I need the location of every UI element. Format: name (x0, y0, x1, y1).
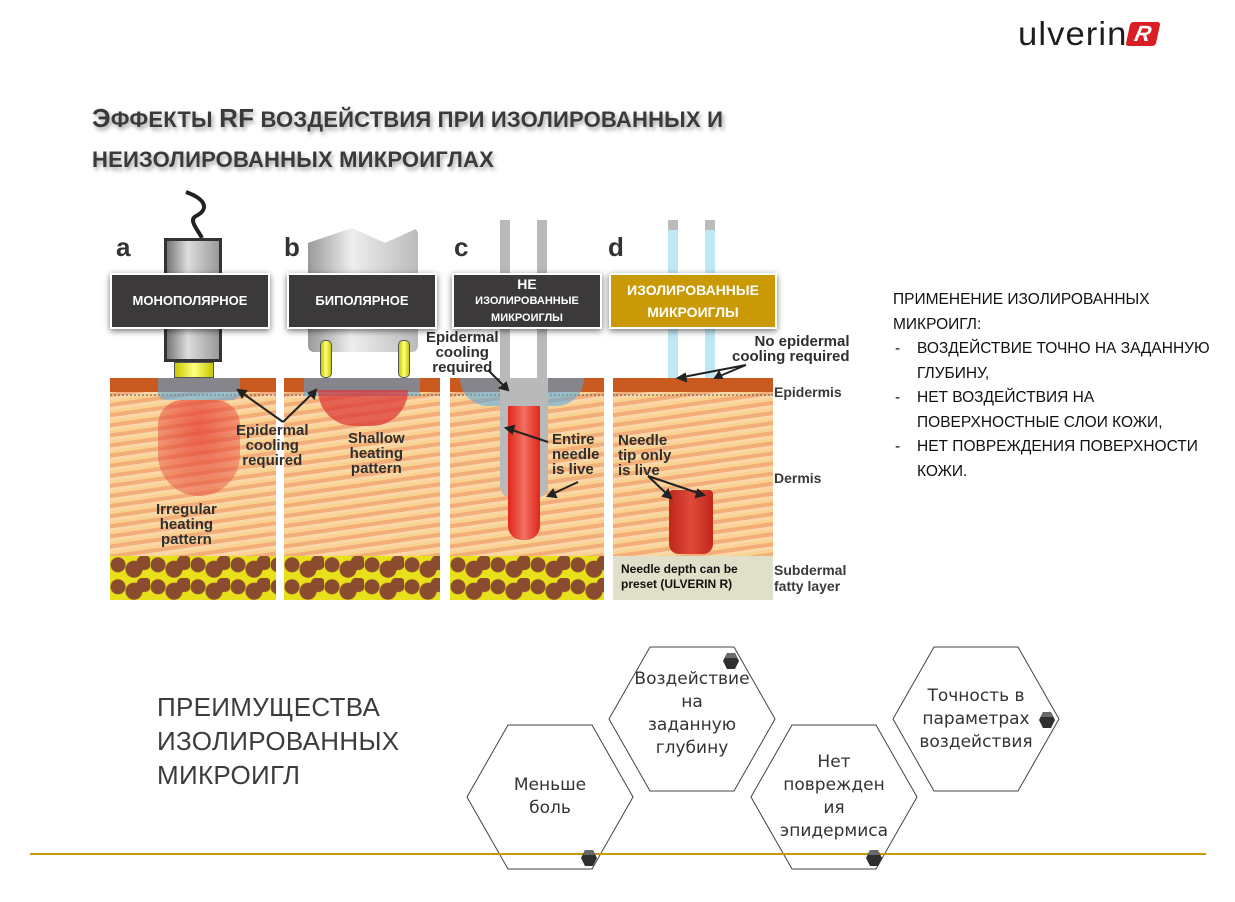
cable-icon (185, 190, 206, 239)
label-needle-tip-live: Needle tip only is live (618, 432, 672, 479)
tag-bipolar-text: БИПОЛЯРНОЕ (315, 293, 409, 308)
footer-divider (30, 853, 1206, 855)
panel-letter-c: c (454, 232, 469, 262)
hex-text: Меньше боль (513, 775, 587, 818)
logo-r-mark-icon: R (1125, 21, 1161, 46)
skin-panel-a (110, 378, 276, 600)
hexagon-outline (466, 724, 634, 870)
bullet-dash: - (895, 340, 901, 357)
hex-text: Воздействие на заданную глубину (634, 669, 750, 758)
label-no-cooling: No epidermal cooling required (732, 333, 850, 365)
list-item: -НЕТ ПОВРЕЖДЕНИЯ ПОВЕРХНОСТИ КОЖИ. (893, 435, 1213, 484)
list-item-text: НЕТ ПОВРЕЖДЕНИЯ ПОВЕРХНОСТИ КОЖИ. (917, 438, 1198, 480)
layer-subdermal: Subdermal fatty layer (774, 562, 847, 594)
needle-d-right (705, 220, 715, 488)
label-irregular-heating: Irregular heating pattern (156, 501, 217, 548)
panel-letter-d: d (608, 232, 624, 262)
hex-text: Нет поврежден ия эпидермиса (779, 752, 889, 841)
tag-non-insulated-line2: ИЗОЛИРОВАННЫЕ (475, 294, 579, 307)
panel-letter-b: b (284, 232, 300, 262)
gem-marker-icon (581, 850, 597, 866)
layer-dermis: Dermis (774, 470, 822, 486)
list-item: -НЕТ ВОЗДЕЙСТВИЯ НА ПОВЕРХНОСТНЫЕ СЛОИ К… (893, 386, 1213, 435)
title-text-tail: ВОЗДЕЙСТВИЯ ПРИ ИЗОЛИРОВАННЫХ И (254, 107, 724, 132)
title-line-2: НЕИЗОЛИРОВАННЫХ МИКРОИГЛАХ (92, 147, 494, 172)
list-item: -ВОЗДЕЙСТВИЕ ТОЧНО НА ЗАДАННУЮ ГЛУБИНУ, (893, 337, 1213, 386)
hexagon-outline (608, 646, 776, 792)
tag-non-insulated: НЕ ИЗОЛИРОВАННЫЕ МИКРОИГЛЫ (452, 273, 602, 329)
needle-d-left (668, 220, 678, 488)
panel-letter-a: a (116, 232, 131, 262)
preset-note-text: Needle depth can be preset (ULVERIN R) (621, 562, 738, 591)
tag-insulated-line1: ИЗОЛИРОВАННЫЕ (627, 282, 759, 298)
hex-less-pain: Меньше боль (466, 724, 634, 870)
tag-bipolar: БИПОЛЯРНОЕ (287, 273, 437, 329)
hex-no-epidermis-damage: Нет поврежден ия эпидермиса (750, 724, 918, 870)
layer-epidermis: Epidermis (774, 384, 842, 400)
title-rf: RF (219, 103, 255, 133)
skin-panel-c (450, 378, 604, 600)
hex-text: Точность в параметрах воздействия (919, 685, 1033, 752)
gem-marker-icon (1039, 712, 1055, 728)
title-text: ФФЕКТЫ (110, 107, 220, 132)
title-line-1: ЭФФЕКТЫ RF ВОЗДЕЙСТВИЯ ПРИ ИЗОЛИРОВАННЫХ… (92, 98, 792, 140)
hexagon-outline (750, 724, 918, 870)
skin-panel-b (284, 378, 440, 600)
label-entire-needle-live: Entire needle is live (552, 431, 600, 478)
bullet-dash: - (895, 438, 901, 455)
application-heading: ПРИМЕНЕНИЕ ИЗОЛИРОВАННЫХ МИКРОИГЛ: (893, 291, 1150, 333)
gem-marker-icon (866, 850, 882, 866)
application-items: -ВОЗДЕЙСТВИЕ ТОЧНО НА ЗАДАННУЮ ГЛУБИНУ, … (893, 337, 1213, 484)
preset-note-box (613, 556, 773, 600)
tag-insulated: ИЗОЛИРОВАННЫЕ МИКРОИГЛЫ (609, 273, 777, 329)
tag-non-insulated-line3: МИКРОИГЛЫ (491, 311, 563, 324)
tag-monopolar-text: МОНОПОЛЯРНОЕ (132, 293, 248, 308)
hex-precision: Точность в параметрах воздействия (892, 646, 1060, 792)
monopolar-tip (174, 362, 214, 378)
page-title: ЭФФЕКТЫ RF ВОЗДЕЙСТВИЯ ПРИ ИЗОЛИРОВАННЫХ… (92, 98, 792, 180)
preset-note: Needle depth can be preset (ULVERIN R) (621, 562, 738, 592)
label-shallow-heating: Shallow heating pattern (348, 430, 405, 477)
advantages-title: ПРЕИМУЩЕСТВА ИЗОЛИРОВАННЫХ МИКРОИГЛ (157, 692, 400, 790)
brand-logo: ulverin R (1018, 15, 1161, 52)
list-item-text: НЕТ ВОЗДЕЙСТВИЯ НА ПОВЕРХНОСТНЫЕ СЛОИ КО… (917, 389, 1163, 431)
hex-target-depth: Воздействие на заданную глубину (608, 646, 776, 792)
gem-marker-icon (723, 653, 739, 669)
label-epidermal-cooling-ab: Epidermal cooling required (236, 422, 309, 469)
bullet-dash: - (895, 389, 901, 406)
hexagon-outline (892, 646, 1060, 792)
tag-insulated-line2: МИКРОИГЛЫ (647, 304, 739, 320)
tag-monopolar: МОНОПОЛЯРНОЕ (110, 273, 270, 329)
title-initial: Э (92, 103, 111, 133)
bipolar-tip-right (398, 340, 410, 378)
bipolar-tip-left (320, 340, 332, 378)
tag-non-insulated-line1: НЕ (517, 275, 537, 292)
label-epidermal-cooling-c: Epidermal cooling required (426, 329, 499, 376)
rf-needle-diagram: a b c d Needle depth can be preset (ULVE… (108, 190, 876, 610)
list-item-text: ВОЗДЕЙСТВИЕ ТОЧНО НА ЗАДАННУЮ ГЛУБИНУ, (917, 340, 1210, 382)
application-list: ПРИМЕНЕНИЕ ИЗОЛИРОВАННЫХ МИКРОИГЛ: -ВОЗД… (893, 288, 1213, 484)
annotation-arrows (236, 364, 747, 500)
logo-wordmark: ulverin (1018, 15, 1128, 52)
